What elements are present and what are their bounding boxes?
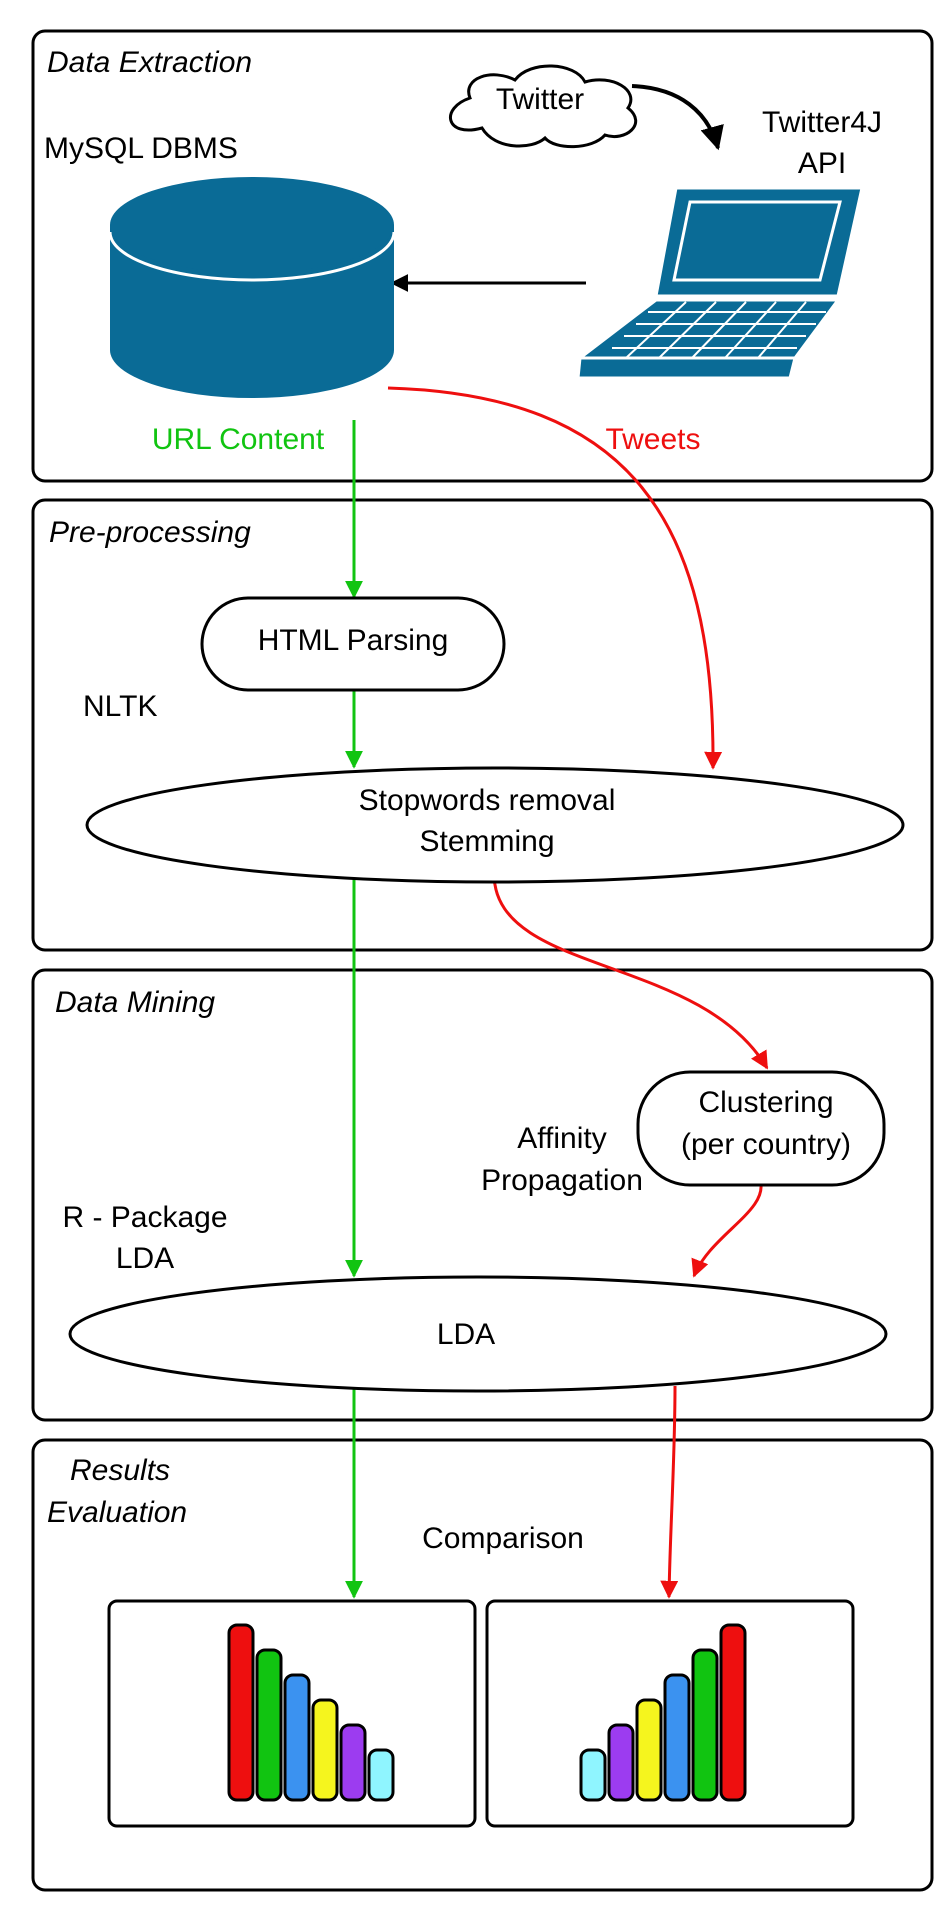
stopwords-label: Stopwords removal bbox=[359, 784, 616, 817]
clustering-node bbox=[636, 1070, 886, 1187]
mysql-dbms-label: MySQL DBMS bbox=[44, 132, 238, 165]
red-arrow-lda-to-results bbox=[660, 1385, 679, 1599]
tweets-results-bar-1 bbox=[579, 1748, 607, 1802]
clustering-label-line1: Clustering bbox=[698, 1086, 833, 1119]
url-content-results-bar-5 bbox=[339, 1723, 367, 1802]
comparison-label: Comparison bbox=[422, 1522, 584, 1555]
twitter-to-api-arrow bbox=[631, 84, 724, 151]
stemming-label: Stemming bbox=[419, 825, 554, 858]
tweets-results-bar-2 bbox=[607, 1723, 635, 1802]
panel-title-mining: Data Mining bbox=[55, 986, 215, 1019]
tweets-results-bar-3 bbox=[635, 1698, 663, 1802]
url-content-results-bar-6 bbox=[367, 1748, 395, 1802]
twitter-cloud-icon bbox=[449, 64, 637, 149]
database-icon bbox=[108, 177, 396, 398]
r-package-label-line2: LDA bbox=[116, 1242, 174, 1275]
tweets-label: Tweets bbox=[605, 423, 700, 456]
affinity-label-line2: Propagation bbox=[481, 1164, 643, 1197]
html-parsing-node bbox=[200, 596, 506, 692]
url-content-bar-chart bbox=[227, 1623, 395, 1802]
twitter4j-label-line1: Twitter4J bbox=[762, 106, 882, 139]
affinity-label-line1: Affinity bbox=[517, 1122, 607, 1155]
r-package-label-line1: R - Package bbox=[62, 1201, 227, 1234]
panel-title-results-line2: Evaluation bbox=[47, 1496, 187, 1529]
lda-label: LDA bbox=[437, 1318, 495, 1351]
panel-title-results-line1: Results bbox=[70, 1454, 170, 1487]
clustering-label-line2: (per country) bbox=[681, 1128, 851, 1161]
tweets-results-bar-5 bbox=[691, 1648, 719, 1802]
nltk-label: NLTK bbox=[83, 690, 157, 723]
laptop-icon bbox=[575, 186, 864, 380]
tweets-bar-chart bbox=[579, 1623, 747, 1802]
twitter-label: Twitter bbox=[496, 83, 584, 116]
tweets-results-bar-6 bbox=[719, 1623, 747, 1802]
red-arrow-db-to-stopwords bbox=[387, 386, 723, 770]
url-content-results-bar-4 bbox=[311, 1698, 339, 1802]
url-content-label: URL Content bbox=[152, 423, 325, 456]
red-arrow-clustering-to-lda bbox=[691, 1179, 763, 1278]
lda-node bbox=[68, 1275, 888, 1393]
stopwords-stemming-node bbox=[85, 766, 905, 884]
tweets-results-bar-4 bbox=[663, 1673, 691, 1802]
url-content-results-bar-2 bbox=[255, 1648, 283, 1802]
url-content-results-bar-3 bbox=[283, 1673, 311, 1802]
panel-title-preprocessing: Pre-processing bbox=[49, 516, 251, 549]
html-parsing-label: HTML Parsing bbox=[258, 624, 449, 657]
twitter4j-label-line2: API bbox=[798, 147, 846, 180]
url-content-results-bar-1 bbox=[227, 1623, 255, 1802]
red-arrow-stopwords-to-clustering bbox=[492, 875, 769, 1070]
panel-title-extraction: Data Extraction bbox=[47, 46, 252, 79]
